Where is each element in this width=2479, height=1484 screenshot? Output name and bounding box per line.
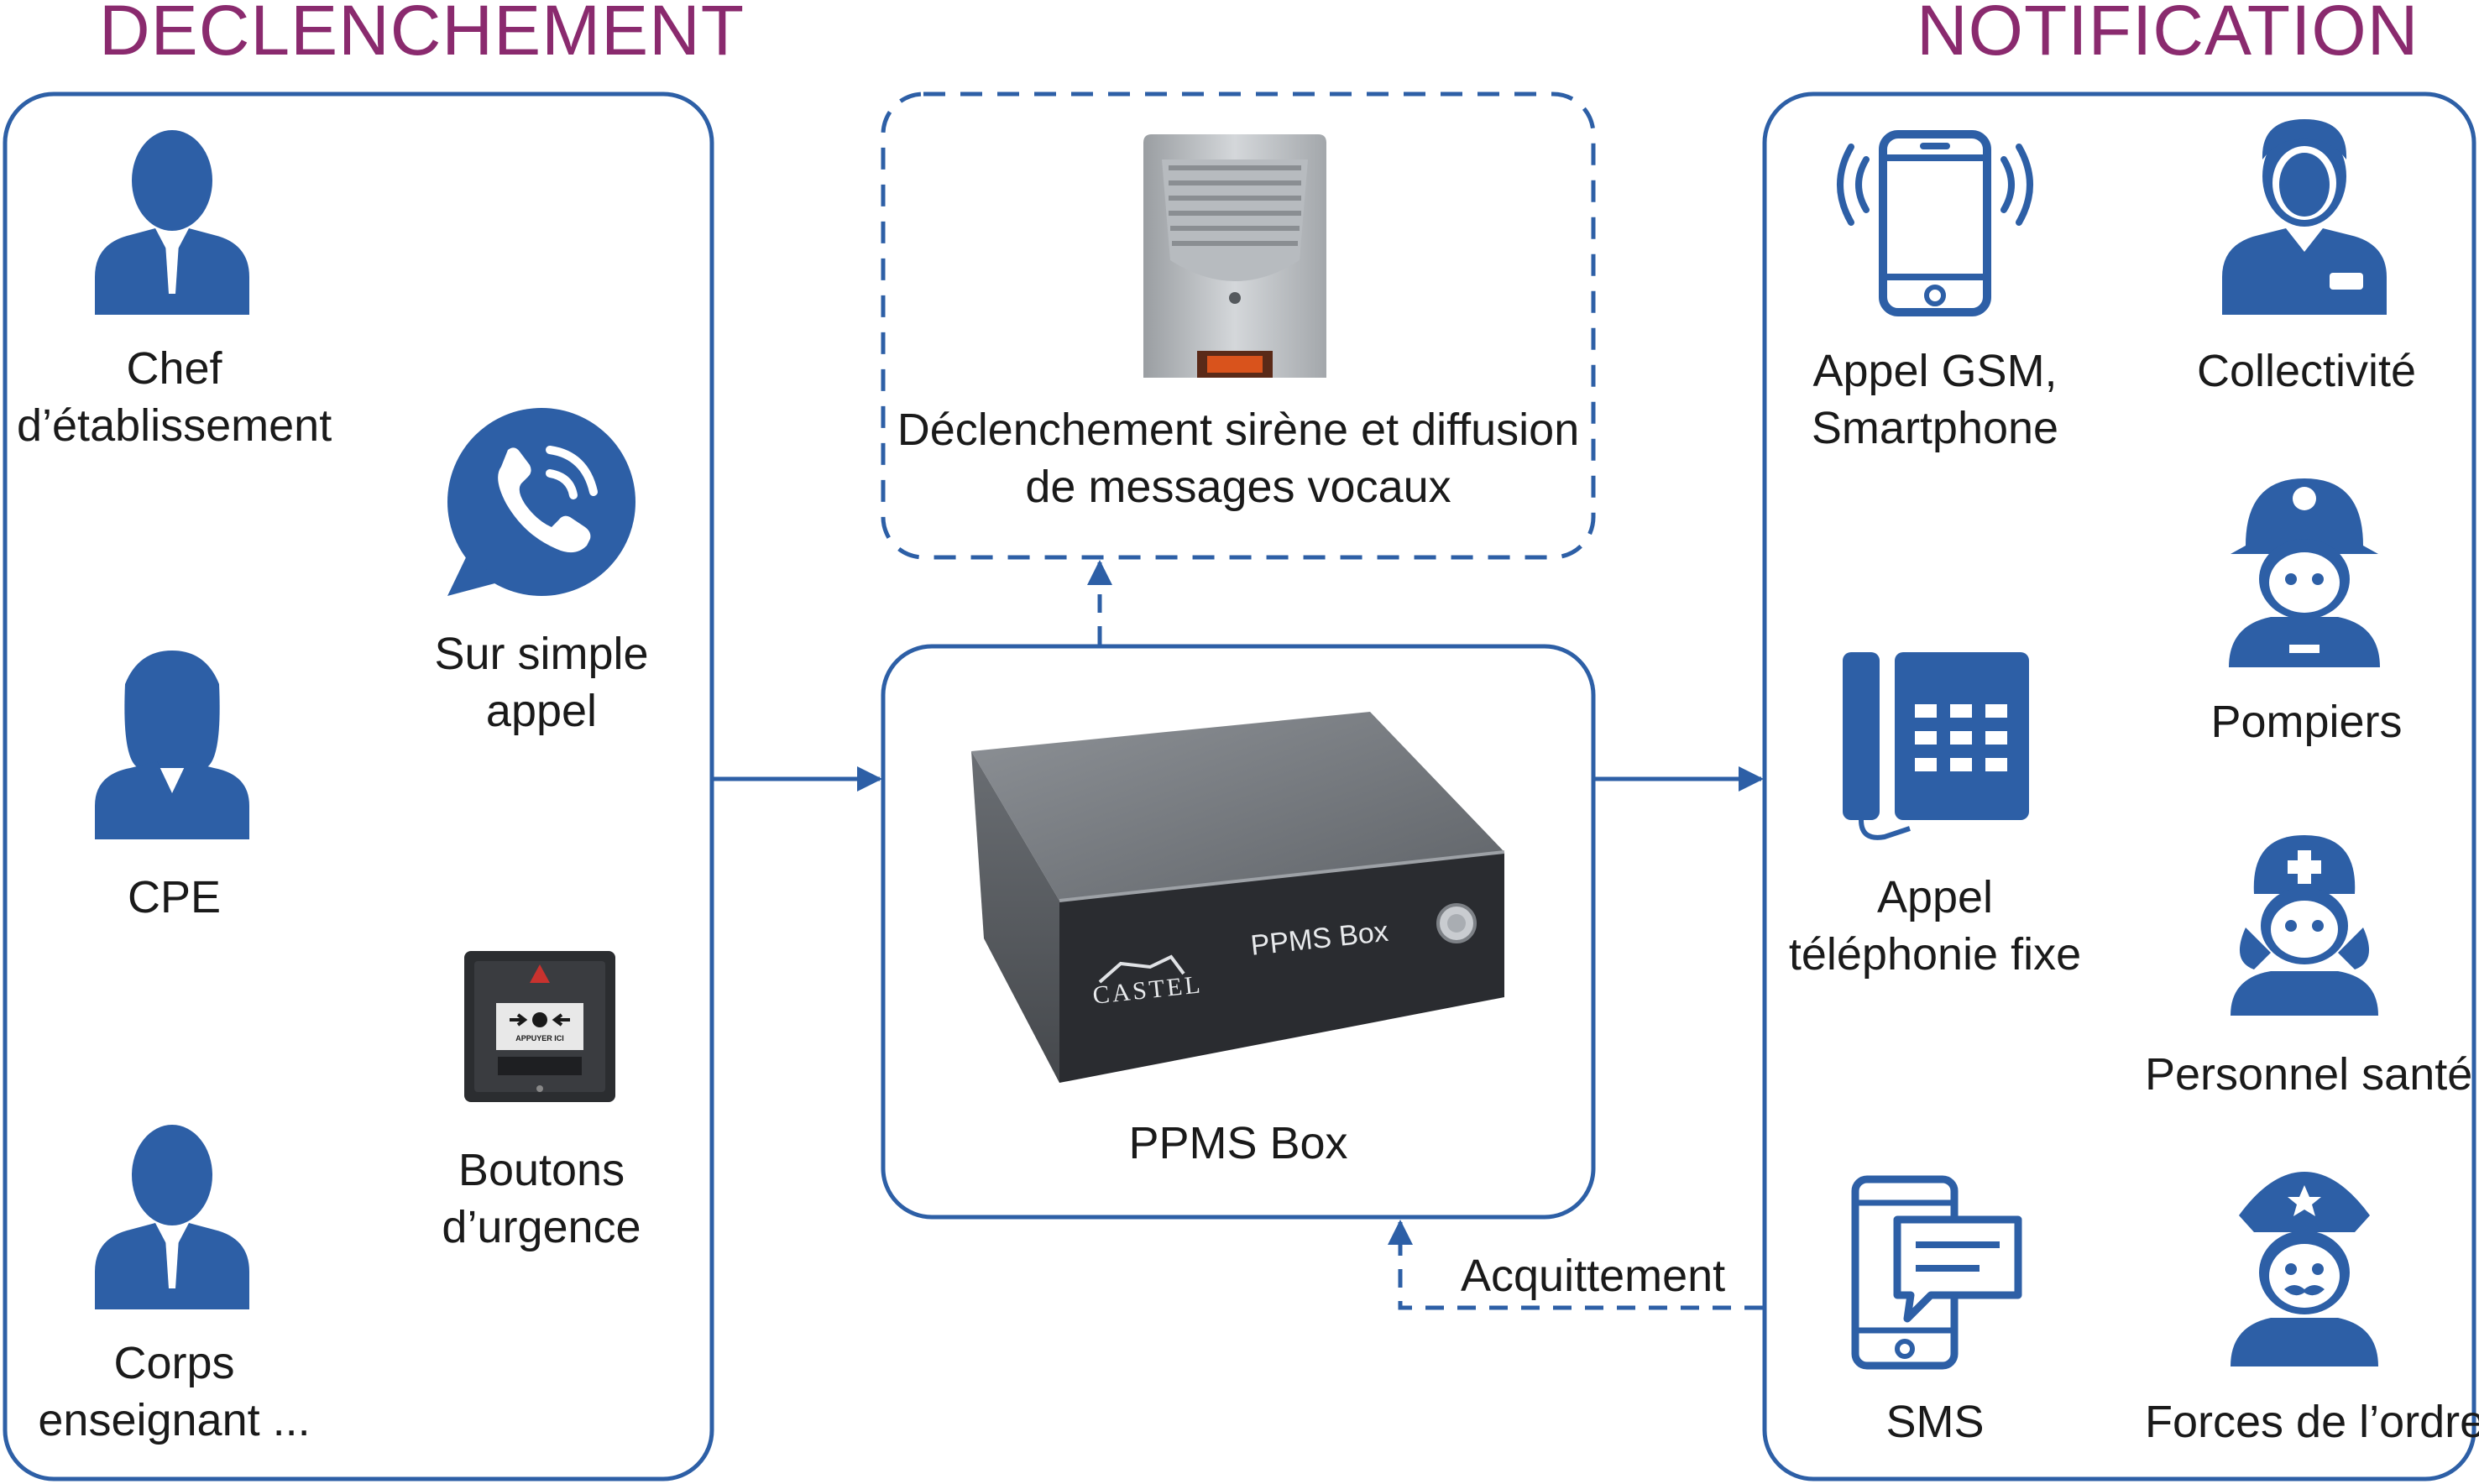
ppms-box-panel — [881, 644, 1596, 1220]
siren-label: Déclenchement sirène et diffusion de mes… — [897, 405, 1580, 512]
emergency-button-text: APPUYER ICI — [515, 1034, 564, 1042]
health-staff-label: Personnel santé — [2145, 1049, 2473, 1100]
sms-label: SMS — [1885, 1397, 1985, 1447]
notification-panel — [1762, 91, 2476, 1481]
simple-call-label: Sur simple appel — [434, 629, 649, 736]
phone-call-bubble-icon — [447, 408, 635, 596]
firefighter-icon — [2229, 478, 2380, 667]
emergency-button-device — [464, 951, 615, 1102]
principal-person-icon — [95, 130, 249, 315]
municipality-person-icon — [2222, 119, 2387, 315]
emergency-buttons-label: Boutons d’urgence — [442, 1145, 641, 1252]
teacher-person-icon — [95, 1125, 249, 1309]
gsm-call-label: Appel GSM, Smartphone — [1811, 346, 2059, 453]
firefighters-label: Pompiers — [2210, 697, 2403, 747]
trigger-panel — [3, 91, 714, 1481]
police-label: Forces de l’ordre — [2145, 1397, 2479, 1447]
municipality-label: Collectivité — [2196, 346, 2417, 396]
teachers-label: Corps enseignant ... — [38, 1338, 311, 1445]
principal-label: Chef d’établissement — [17, 343, 332, 451]
cpe-label: CPE — [127, 872, 222, 922]
cpe-person-icon — [95, 651, 249, 839]
ppms-box-device — [971, 712, 1505, 1083]
arrow-acknowledgement — [1388, 1220, 1763, 1310]
notification-section-title: NOTIFICATION — [1917, 0, 2419, 70]
trigger-section-title: DECLENCHEMENT — [99, 0, 745, 70]
siren-panel — [881, 91, 1596, 560]
siren-device — [1143, 134, 1326, 378]
health-worker-icon — [2231, 835, 2378, 1016]
landline-call-label: Appel téléphonie fixe — [1788, 872, 2082, 980]
acknowledgement-label: Acquittement — [1461, 1251, 1726, 1301]
landline-phone-icon — [1843, 652, 2029, 840]
ppms-box-label: PPMS Box — [1128, 1118, 1348, 1168]
sms-message-icon — [1851, 1175, 2022, 1370]
police-officer-icon — [2231, 1172, 2378, 1366]
smartphone-icon — [1837, 130, 2033, 316]
